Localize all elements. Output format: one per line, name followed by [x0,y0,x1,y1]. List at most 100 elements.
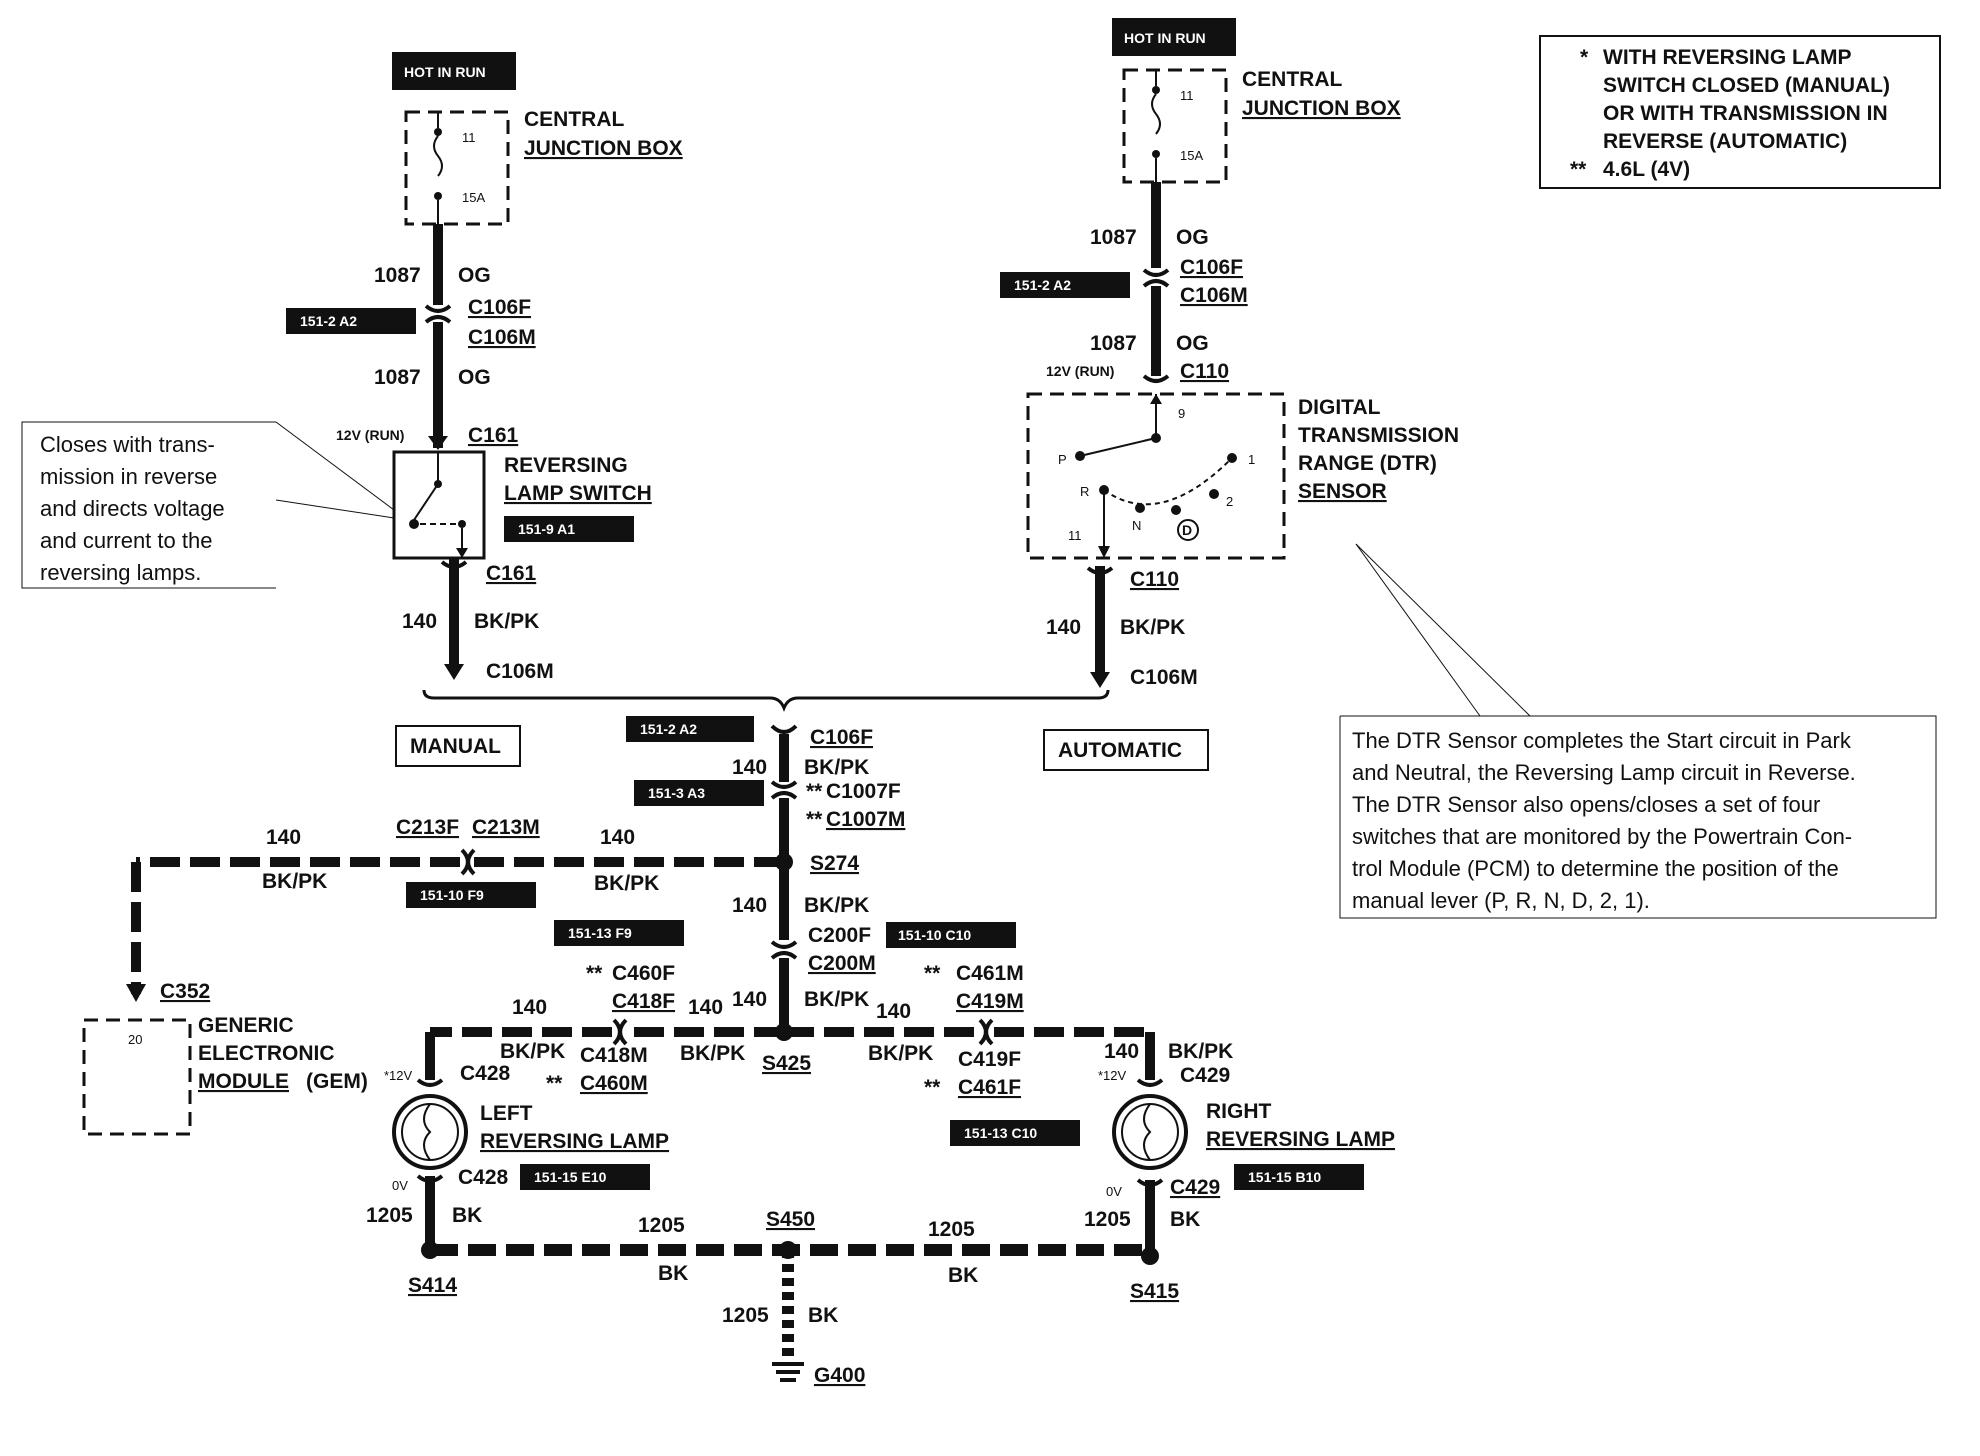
gem-module-box [82,1018,192,1136]
splice-label-s450: S450 [766,1208,815,1231]
drive-indicator-icon [1177,519,1199,541]
connector-label-c161-top: C161 [468,424,519,447]
connector-label-c200f: C200F [808,924,871,947]
legend-line-5: 4.6L (4V) [1603,158,1690,181]
c461f-mark: ** [924,1076,941,1099]
switch-note-line-3: and directs voltage [40,496,225,521]
ref-tag-151-2-a2-center [626,716,754,742]
connector-label-c106m-left: C106M [468,326,536,349]
connector-label-c106f-center: C106F [810,726,873,749]
wire-number-1205-left: 1205 [366,1204,413,1227]
connector-label-c461m: C461M [956,962,1024,985]
ref-label-151-2-a2-right: 151-2 A2 [1014,277,1071,293]
dtr-note-line-6: manual lever (P, R, N, D, 2, 1). [1352,888,1650,913]
ref-tag-151-13-c10 [950,1120,1080,1146]
left-reversing-lamp-bulb-icon [392,1094,468,1170]
voltage-12v-run-left: 12V (RUN) [336,427,404,443]
gem-branch: 140 BK/PK C213F C213M 140 BK/PK 151-10 F… [82,816,784,1136]
wire-color-bkpk-gem-right: BK/PK [594,872,659,895]
connector-label-c418m: C418M [580,1044,648,1067]
voltage-12v-left-lamp: *12V [384,1068,413,1083]
automatic-label: AUTOMATIC [1058,739,1182,762]
connector-label-c460f: C460F [612,962,675,985]
switch-note-line-4: and current to the [40,528,212,553]
manual-label-box [395,725,521,767]
legend-line-3: OR WITH TRANSMISSION IN [1603,102,1888,125]
right-lamp-label-2: REVERSING LAMP [1206,1128,1395,1151]
left-lamp-label-2: REVERSING LAMP [480,1130,669,1153]
connector-label-c428-bottom: C428 [458,1166,509,1189]
wire-color-og-right-b: OG [1176,332,1209,355]
gem-label-3-rest: (GEM) [306,1070,368,1093]
ref-label-151-2-a2-left: 151-2 A2 [300,313,357,329]
wire-number-140-center-b: 140 [732,894,767,917]
connector-label-c429-top: C429 [1180,1064,1230,1087]
right-lamp-branch: ** C461M C419M 140 BK/PK C419F ** C461F … [784,962,1395,1303]
connector-label-c418f: C418F [612,990,675,1013]
wire-number-140-left-lamp-a: 140 [512,996,547,1019]
dtr-selector-icon [1079,437,1157,457]
splice-label-s425: S425 [762,1052,811,1075]
ref-label-151-15-b10: 151-15 B10 [1248,1169,1321,1185]
wire-number-140-gem-right: 140 [600,826,635,849]
c460m-mark: ** [546,1072,563,1095]
wire-number-140-center-a: 140 [732,756,767,779]
center-trunk: 151-2 A2 C106F 140 BK/PK 151-3 A3 ** C10… [626,716,1016,1075]
wire-color-bkpk-right-lamp-b: BK/PK [1168,1040,1233,1063]
gem-label-3: MODULE [198,1070,289,1093]
wire-color-og-left-b: OG [458,366,491,389]
ref-label-151-2-a2-center: 151-2 A2 [640,721,697,737]
hot-in-run-label-left: HOT IN RUN [404,64,486,80]
dtr-pos-n: N [1132,518,1141,533]
central-junction-box-left [404,110,510,226]
dtr-pos-2: 2 [1226,494,1233,509]
gem-label-1: GENERIC [198,1014,294,1037]
dtr-note-line-2: and Neutral, the Reversing Lamp circuit … [1352,760,1856,785]
left-lamp-branch: ** C460F C418F 151-13 F9 140 140 BK/PK B… [366,920,784,1297]
wire-number-1087-right-a: 1087 [1090,226,1137,249]
legend-mark-1: * [1580,46,1589,69]
legend-line-4: REVERSE (AUTOMATIC) [1603,130,1847,153]
voltage-12v-right-lamp: *12V [1098,1068,1127,1083]
connector-label-c1007f: C1007F [826,780,901,803]
dtr-pos-r: R [1080,484,1089,499]
wire-color-bkpk-gem-left: BK/PK [262,870,327,893]
automatic-label-box [1043,729,1209,771]
voltage-12v-run-right: 12V (RUN) [1046,363,1114,379]
wire-number-140-left-lamp-b: 140 [688,996,723,1019]
right-reversing-lamp-bulb-icon [1112,1094,1188,1170]
connector-label-c161-bottom: C161 [486,562,537,585]
dtr-pin-11: 11 [1068,528,1082,543]
ground-circuit: 1205 BK S450 1205 BK 1205 BK G400 [430,1208,1150,1387]
wire-color-bk-right: BK [1170,1208,1200,1231]
dtr-label-3: RANGE (DTR) [1298,452,1437,475]
dtr-sensor-box [1026,392,1286,560]
connector-label-c200m: C200M [808,952,876,975]
switch-note-line-1: Closes with trans- [40,432,215,457]
gem-label-2: ELECTRONIC [198,1042,335,1065]
wire-number-1205-ground-down: 1205 [722,1304,769,1327]
ref-label-151-10-c10: 151-10 C10 [898,927,971,943]
connector-label-c106m-left-bottom: C106M [486,660,554,683]
cjb-label-left-2: JUNCTION BOX [524,137,683,160]
fuse-icon-right [1151,93,1161,135]
ref-label-151-10-f9: 151-10 F9 [420,887,484,903]
dtr-note: The DTR Sensor completes the Start circu… [1339,543,1937,919]
hot-in-run-label-right: HOT IN RUN [1124,30,1206,46]
splice-label-s414: S414 [408,1274,457,1297]
splice-label-s274: S274 [810,852,859,875]
cjb-label-left-1: CENTRAL [524,108,624,131]
connector-label-c429-bottom: C429 [1170,1176,1220,1199]
hot-in-run-tag-right [1112,18,1236,56]
right-lamp-label-1: RIGHT [1206,1100,1272,1123]
dtr-pos-d: D [1182,522,1192,538]
c1007f-mark: ** [806,780,823,803]
ref-tag-151-10-c10 [886,922,1016,948]
wire-color-bk-ground-right: BK [948,1264,978,1287]
wire-number-140-right-lamp-b: 140 [1104,1040,1139,1063]
connector-c106-right [1142,268,1170,277]
switch-label-1: REVERSING [504,454,628,477]
splice-s415-dot [1141,1247,1159,1265]
dtr-label-4: SENSOR [1298,480,1387,503]
legend-mark-2: ** [1570,158,1587,181]
